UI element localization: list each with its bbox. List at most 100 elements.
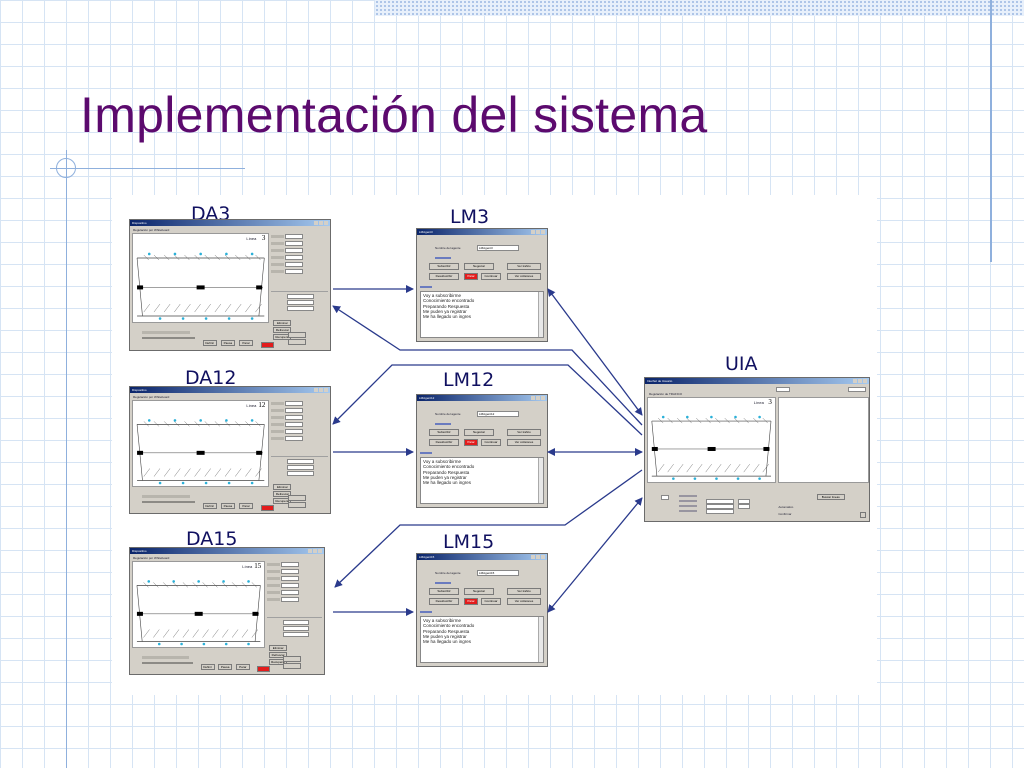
progress-slider[interactable] [142,661,193,664]
log-scrollbar[interactable] [538,292,543,337]
close-button[interactable] [318,549,322,553]
view-traffic-button[interactable]: Ver trafico [507,429,541,436]
schedule-field[interactable] [283,625,309,631]
auto-option[interactable]: Automatico [778,504,794,509]
param-field[interactable] [281,576,300,581]
negotiate-button[interactable]: Negociar [464,429,494,436]
maximize-button[interactable] [536,555,540,559]
view-collisions-button[interactable]: Ver colisiones [507,598,541,605]
da-side-button[interactable]: Eliminar [269,645,288,652]
continue-button[interactable]: Continuar [481,273,501,280]
minimize-button[interactable] [531,396,535,400]
da-side-button[interactable]: Refrescar [273,491,292,498]
log-scrollbar[interactable] [538,617,543,662]
close-button[interactable] [541,230,545,234]
da-side-button[interactable]: Eliminar [273,484,292,491]
unsubscribe-button[interactable]: Desubscribir [429,598,459,605]
confirm-option[interactable]: Confirmar [778,511,792,516]
log-scrollbar[interactable] [538,458,543,503]
view-collisions-button[interactable]: Ver colisiones [507,439,541,446]
subscription-link[interactable] [435,257,451,259]
maximize-button[interactable] [536,230,540,234]
subscription-link[interactable] [435,582,451,584]
form-field[interactable] [706,499,735,504]
schedule-field[interactable] [287,293,314,299]
form-field-small[interactable] [737,504,750,509]
maximize-button[interactable] [858,379,862,383]
param-field[interactable] [285,436,304,441]
stop-button[interactable]: Parar [235,664,250,671]
schedule-field[interactable] [287,299,314,305]
red-action-button[interactable] [261,505,275,512]
close-button[interactable] [863,379,867,383]
view-traffic-button[interactable]: Ver trafico [507,588,541,595]
form-field-small[interactable] [737,499,750,504]
maximize-button[interactable] [319,388,323,392]
minimize-button[interactable] [853,379,857,383]
schedule-field[interactable] [287,305,314,311]
continue-button[interactable]: Continuar [481,439,501,446]
maximize-button[interactable] [319,221,323,225]
define-button[interactable]: Definir [202,340,217,347]
negotiate-button[interactable]: Negociar [464,263,494,270]
direction-select[interactable] [660,495,669,501]
schedule-field[interactable] [287,464,314,470]
agent-name-field[interactable]: LMAgent12 [477,411,519,417]
stop-button[interactable]: Parar [464,439,478,446]
param-field[interactable] [281,562,300,567]
param-field[interactable] [281,590,300,595]
param-field[interactable] [285,255,304,260]
view-collisions-button[interactable]: Ver colisiones [507,273,541,280]
pause-button[interactable]: Pausa [220,503,235,510]
continue-button[interactable]: Continuar [481,598,501,605]
param-field[interactable] [285,248,304,253]
schedule-field[interactable] [287,470,314,476]
recover-button[interactable] [282,656,301,663]
view-traffic-button[interactable]: Ver trafico [507,263,541,270]
negotiate-button[interactable]: Negociar [464,588,494,595]
uia-line-selector[interactable] [776,387,791,392]
maximize-button[interactable] [313,549,317,553]
define-button[interactable]: Definir [202,503,217,510]
minimize-button[interactable] [314,221,318,225]
param-field[interactable] [285,429,304,434]
minimize-button[interactable] [308,549,312,553]
close-button[interactable] [541,555,545,559]
minimize-button[interactable] [531,230,535,234]
red-action-button[interactable] [257,666,271,673]
param-field[interactable] [285,415,304,420]
param-field[interactable] [285,262,304,267]
pause-button[interactable]: Pausa [218,664,233,671]
maximize-button[interactable] [536,396,540,400]
define-button[interactable]: Definir [200,664,215,671]
agent-name-field[interactable]: LMAgent15 [477,570,519,576]
subscribe-button[interactable]: Subscribir [429,263,459,270]
close-button[interactable] [324,388,328,392]
refresh-button[interactable] [287,339,306,346]
subscribe-button[interactable]: Subscribir [429,588,459,595]
param-field[interactable] [281,583,300,588]
da-side-button[interactable]: Eliminar [273,320,292,327]
refresh-button[interactable] [282,663,301,670]
form-field[interactable] [706,509,735,514]
progress-slider[interactable] [142,500,195,503]
subscribe-button[interactable]: Subscribir [429,429,459,436]
param-field[interactable] [285,401,304,406]
param-field[interactable] [281,597,300,602]
da-side-button[interactable]: Refrescar [269,652,288,659]
form-field[interactable] [706,504,735,509]
refresh-button[interactable] [287,502,306,509]
minimize-button[interactable] [314,388,318,392]
param-field[interactable] [285,234,304,239]
stop-button[interactable]: Parar [239,340,254,347]
stop-button[interactable]: Parar [239,503,254,510]
unsubscribe-button[interactable]: Desubscribir [429,273,459,280]
stop-button[interactable]: Parar [464,273,478,280]
subscription-link[interactable] [435,423,451,425]
param-field[interactable] [281,569,300,574]
pause-button[interactable]: Pausa [220,340,235,347]
param-field[interactable] [285,241,304,246]
recover-button[interactable] [287,495,306,502]
close-button[interactable] [324,221,328,225]
schedule-field[interactable] [283,619,309,625]
